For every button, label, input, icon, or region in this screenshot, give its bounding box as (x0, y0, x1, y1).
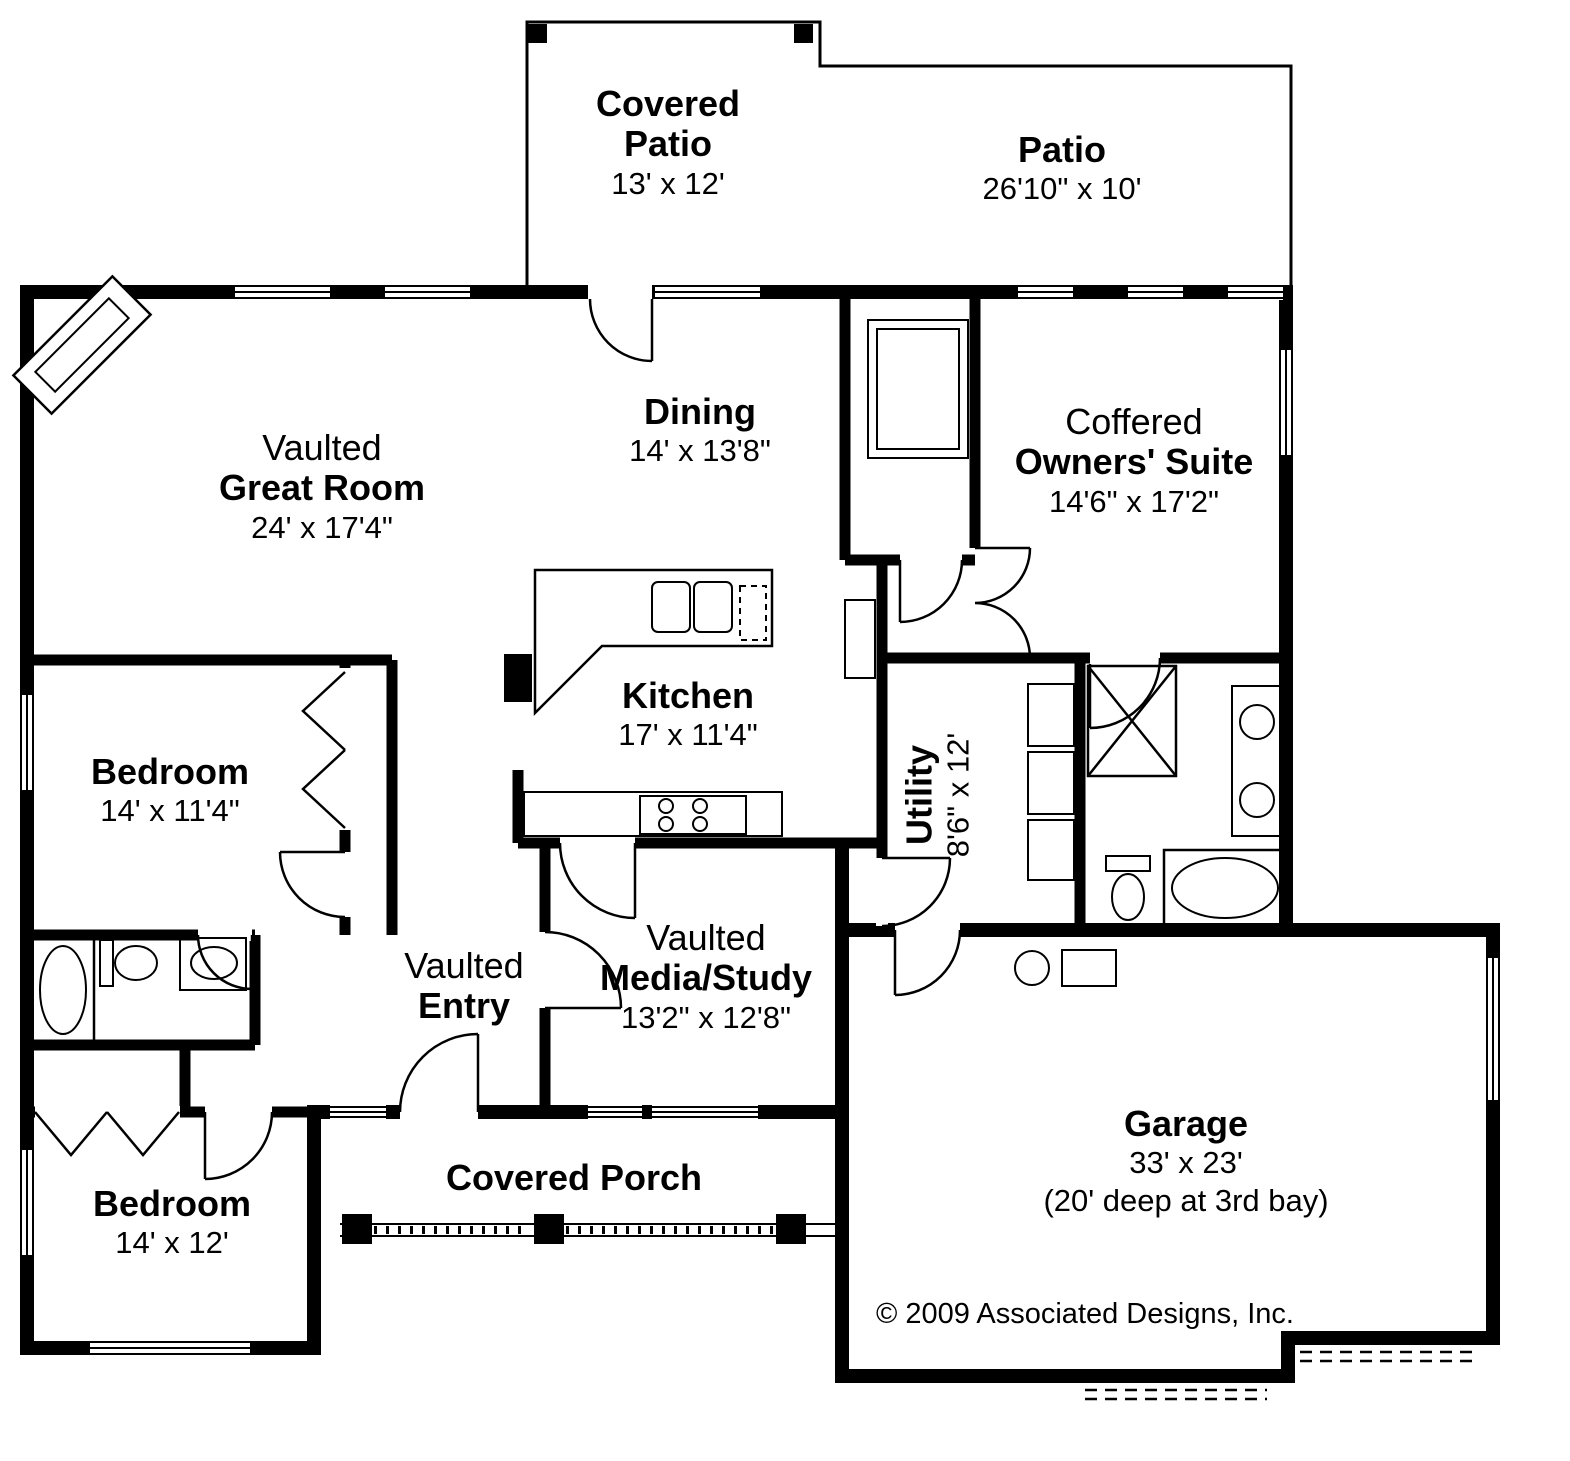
room-label-covered-patio: Covered Patio 13' x 12' (595, 83, 741, 202)
room-label-kitchen: Kitchen 17' x 11'4" (618, 675, 758, 754)
island-end-wall (504, 654, 532, 702)
room-name: Patio (1017, 129, 1107, 170)
garage-utility-door (893, 929, 962, 997)
room-name: Entry (417, 985, 511, 1027)
range-burners (658, 798, 708, 832)
sink (1239, 782, 1275, 818)
kitchen-island (504, 568, 774, 717)
room-label-bedroom-lower: Bedroom 14' x 12' (92, 1183, 252, 1262)
master-bath (1086, 664, 1288, 928)
bedroom-left-closet-doors (301, 671, 346, 829)
room-name: Dining (644, 391, 756, 432)
washer-dryer (1027, 683, 1075, 881)
fireplace (11, 274, 153, 416)
patio-door (588, 298, 654, 363)
room-label-dining: Dining 14' x 13'8" (629, 391, 771, 470)
room-dims: 17' x 11'4" (618, 717, 758, 753)
room-name: Garage (1123, 1103, 1249, 1144)
patio-outline (525, 20, 1293, 290)
room-name: Great Room (218, 467, 426, 509)
room-name: Kitchen (621, 675, 755, 716)
room-dims: 26'10" x 10' (982, 171, 1142, 207)
bedroom-lower-door (203, 1111, 274, 1181)
kitchen-sink (693, 581, 733, 633)
vanity-sink (179, 937, 247, 991)
owners-suite-double-door (974, 546, 1032, 660)
refrigerator (844, 599, 876, 679)
pantry-shelves (867, 319, 969, 459)
room-name: Covered Porch (445, 1157, 703, 1198)
copyright-text: © 2009 Associated Designs, Inc. (876, 1298, 1294, 1330)
room-note: (20' deep at 3rd bay) (1043, 1182, 1329, 1218)
furnace (1061, 949, 1117, 987)
porch-posts (342, 1214, 806, 1244)
water-heater (1014, 950, 1050, 986)
windows (19, 284, 1501, 1356)
bath-door (1088, 657, 1162, 730)
room-name: Owners' Suite (1014, 441, 1254, 483)
kitchen-counter (523, 599, 876, 837)
kitchen-sink (651, 581, 691, 633)
room-name: Patio (623, 123, 712, 165)
room-prefix: Vaulted (404, 945, 524, 986)
doors (196, 298, 1162, 1181)
pantry-door (898, 559, 964, 624)
closet-bifold-doors (34, 671, 346, 1157)
room-dims: 14' x 12' (115, 1225, 229, 1261)
room-dims: 33' x 23' (1129, 1145, 1243, 1181)
bathtub (30, 936, 96, 1044)
room-name: Bedroom (92, 1183, 252, 1224)
hall-bath-door (196, 934, 254, 991)
dishwasher (739, 585, 767, 641)
room-dims: 14'6" x 17'2" (1048, 483, 1219, 519)
room-label-garage: Garage 33' x 23' (20' deep at 3rd bay) (1043, 1103, 1329, 1220)
wall-openings (35, 284, 1160, 1119)
range (639, 795, 747, 835)
hall-bath (30, 936, 247, 1044)
room-label-great-room: Vaulted Great Room 24' x 17'4" (218, 427, 426, 546)
room-dims: 13'2" x 12'8" (620, 999, 791, 1035)
room-dims: 14' x 11'4" (100, 793, 240, 829)
garage-doors (1085, 1350, 1480, 1401)
toilet (1105, 855, 1151, 921)
room-name: Covered (595, 83, 741, 124)
entry-media-door (544, 930, 623, 1010)
front-entry-door (398, 1032, 480, 1113)
porch-railing (340, 1223, 838, 1237)
sink (1239, 704, 1275, 740)
room-label-media-study: Vaulted Media/Study 13'2" x 12'8" (599, 917, 813, 1036)
room-dims: 8'6" x 12' (940, 732, 976, 858)
room-label-bedroom-left: Bedroom 14' x 11'4" (90, 751, 250, 830)
room-prefix: Vaulted (646, 917, 766, 958)
room-name: Media/Study (599, 957, 813, 999)
room-name: Utility (898, 745, 940, 846)
toilet (99, 939, 158, 987)
double-vanity (1231, 685, 1283, 837)
bathtub (1162, 848, 1288, 928)
room-dims: 13' x 12' (611, 165, 725, 201)
room-label-covered-porch: Covered Porch (445, 1157, 703, 1198)
shower (1086, 664, 1178, 778)
room-dims: 14' x 13'8" (629, 433, 771, 469)
room-dims: 24' x 17'4" (251, 509, 393, 545)
room-label-owners-suite: Coffered Owners' Suite 14'6" x 17'2" (1014, 401, 1254, 520)
kitchen-media-door (558, 842, 637, 920)
garage-mechanicals (1014, 949, 1117, 987)
room-label-entry: Vaulted Entry (404, 945, 524, 1027)
room-prefix: Vaulted (262, 427, 382, 468)
room-label-patio: Patio 26'10" x 10' (982, 129, 1142, 208)
bedroom-left-door (278, 850, 346, 919)
bedroom-lower-closet-doors (34, 1111, 180, 1157)
utility-door (881, 856, 952, 928)
room-name: Bedroom (90, 751, 250, 792)
patio-posts (528, 24, 813, 43)
room-label-utility: Utility 8'6" x 12' (898, 732, 977, 858)
room-prefix: Coffered (1065, 401, 1203, 442)
